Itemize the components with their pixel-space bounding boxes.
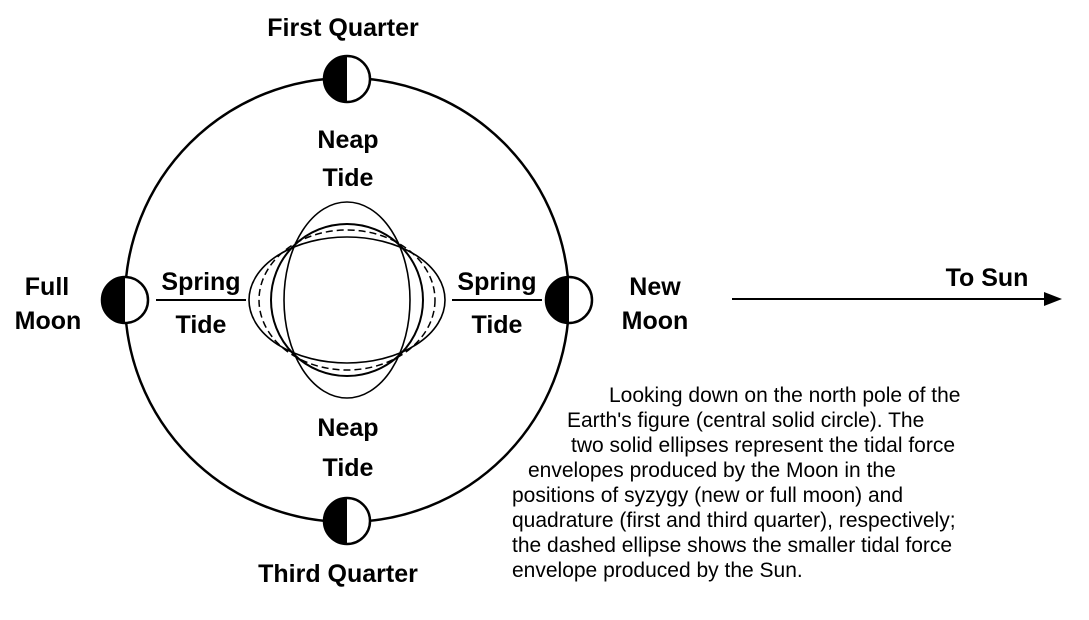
label-to-sun: To Sun xyxy=(946,264,1029,292)
earth-circle xyxy=(270,223,424,377)
caption-line: envelopes produced by the Moon in the xyxy=(528,459,896,482)
moon-full xyxy=(100,275,150,325)
label-spring-left-1: Spring xyxy=(161,268,240,296)
label-neap-top-2: Tide xyxy=(323,164,374,192)
sun-tidal-envelope xyxy=(258,229,436,371)
label-neap-bottom-2: Tide xyxy=(323,454,374,482)
caption-line: quadrature (first and third quarter), re… xyxy=(512,509,956,532)
label-spring-left-2: Tide xyxy=(176,311,227,339)
caption-line: Looking down on the north pole of the xyxy=(609,384,961,407)
caption-line: envelope produced by the Sun. xyxy=(512,559,803,582)
label-neap-top-1: Neap xyxy=(317,126,378,154)
caption-line: Earth's figure (central solid circle). T… xyxy=(567,409,925,432)
to-sun-arrow xyxy=(732,292,1062,306)
label-third-quarter: Third Quarter xyxy=(258,560,418,588)
label-spring-right-2: Tide xyxy=(472,311,523,339)
moon-first-quarter xyxy=(322,54,372,104)
caption-line: two solid ellipses represent the tidal f… xyxy=(571,434,956,457)
moon-new xyxy=(544,275,594,325)
caption: Looking down on the north pole of the Ea… xyxy=(512,383,1077,583)
label-new-moon-2: Moon xyxy=(622,307,689,335)
label-full-moon-2: Moon xyxy=(15,307,82,335)
moon-envelope-syzygy xyxy=(248,236,446,364)
caption-line: the dashed ellipse shows the smaller tid… xyxy=(512,534,953,557)
label-spring-right-1: Spring xyxy=(457,268,536,296)
label-full-moon-1: Full xyxy=(25,273,69,301)
label-first-quarter: First Quarter xyxy=(267,14,419,42)
caption-line: positions of syzygy (new or full moon) a… xyxy=(512,484,904,507)
label-new-moon-1: New xyxy=(629,273,681,301)
moon-envelope-quadrature xyxy=(283,201,411,399)
moon-third-quarter xyxy=(322,496,372,546)
label-neap-bottom-1: Neap xyxy=(317,414,378,442)
